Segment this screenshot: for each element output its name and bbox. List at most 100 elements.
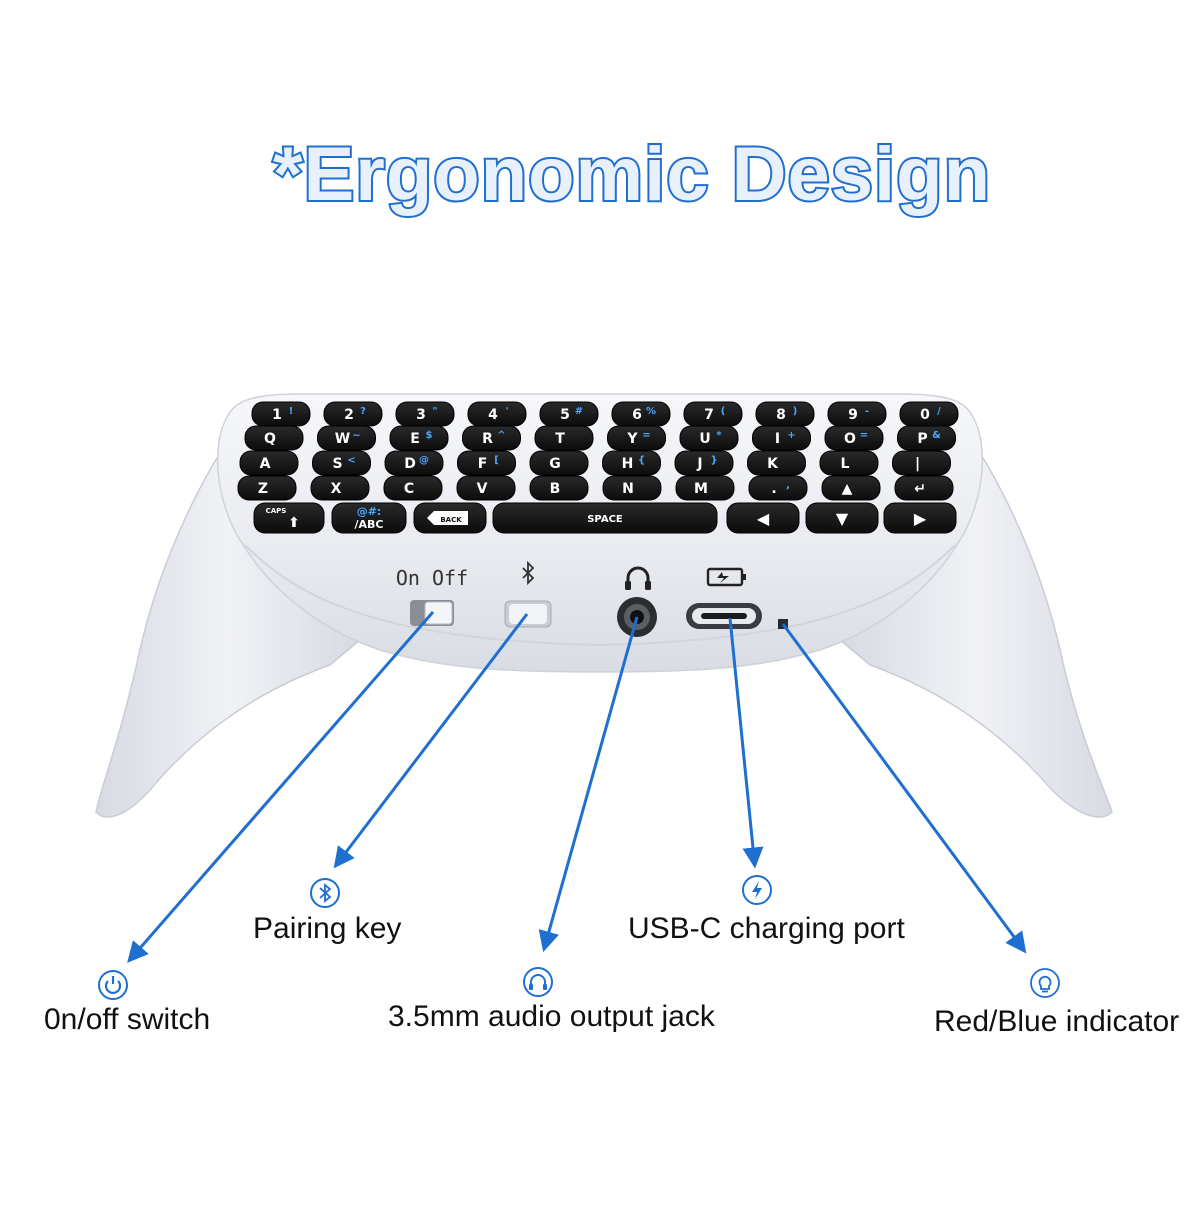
key-1-9[interactable]: P& <box>897 425 956 451</box>
switch-label: On Off <box>396 566 468 590</box>
key-label: 0 <box>920 407 930 423</box>
key-label: J <box>696 456 702 472</box>
key-3-0[interactable]: Z <box>237 475 297 501</box>
key-alt-label: [ <box>494 455 499 466</box>
key-2-4[interactable]: G <box>529 450 589 476</box>
key-label: K <box>767 456 779 472</box>
key-label: L <box>841 456 850 472</box>
key-label: O <box>844 431 856 447</box>
usb-c-port[interactable] <box>686 603 762 629</box>
key-label: Z <box>258 481 268 497</box>
key-1-4[interactable]: T <box>534 425 594 451</box>
key-alt-label: + <box>787 430 795 441</box>
key-label: 9 <box>848 407 858 423</box>
key-0-5[interactable]: 6% <box>611 401 671 427</box>
backspace-key-label: BACK <box>440 516 462 524</box>
key-2-8[interactable]: L <box>819 450 879 476</box>
key-alt-label: # <box>575 406 583 417</box>
key-label: H <box>622 456 634 472</box>
arrow-down-key[interactable]: ▼ <box>805 502 879 534</box>
key-label: 1 <box>272 407 282 423</box>
key-label: P <box>917 431 927 447</box>
key-alt-label: , <box>786 480 790 491</box>
key-label: 3 <box>416 407 426 423</box>
key-0-9[interactable]: 0/ <box>899 401 959 427</box>
arrow-left-key[interactable]: ◀ <box>726 502 800 534</box>
key-1-3[interactable]: R^ <box>462 425 521 451</box>
key-0-2[interactable]: 3" <box>395 401 455 427</box>
arrow-pairing <box>333 613 529 869</box>
key-1-6[interactable]: U* <box>679 425 739 451</box>
arrow-right-key[interactable]: ▶ <box>883 502 957 534</box>
key-3-2[interactable]: C <box>383 475 443 501</box>
key-2-1[interactable]: S< <box>312 450 371 476</box>
key-2-5[interactable]: H{ <box>602 450 661 476</box>
key-3-6[interactable]: M <box>675 475 735 501</box>
key-2-9[interactable]: | <box>892 450 951 476</box>
key-1-5[interactable]: Y= <box>607 425 666 451</box>
key-1-2[interactable]: E$ <box>389 425 449 451</box>
key-1-1[interactable]: W~ <box>317 425 376 451</box>
key-label: D <box>404 456 416 472</box>
key-label: 6 <box>632 407 642 423</box>
pairing-key[interactable] <box>504 600 552 628</box>
key-0-1[interactable]: 2? <box>323 401 383 427</box>
symbol-key-label: /ABC <box>355 518 384 531</box>
caps-key-label: ⬆ <box>288 515 300 531</box>
key-alt-label: < <box>347 455 355 466</box>
key-label: E <box>410 431 420 447</box>
key-2-3[interactable]: F[ <box>457 450 516 476</box>
device-edge-highlight <box>244 544 956 647</box>
key-2-7[interactable]: K <box>747 450 806 476</box>
symbol-toggle-key[interactable]: @#:/ABC <box>331 502 407 534</box>
key-0-3[interactable]: 4' <box>467 401 527 427</box>
key-0-4[interactable]: 5# <box>539 401 599 427</box>
key-label: U <box>699 431 710 447</box>
arrow-indicator <box>781 623 1027 954</box>
key-3-8[interactable]: ▲ <box>821 475 881 501</box>
caps-key[interactable]: CAPS⬆ <box>253 502 325 534</box>
key-3-4[interactable]: B <box>529 475 589 501</box>
key-3-7[interactable]: ., <box>748 475 808 501</box>
page-title: *Ergonomic Design <box>273 132 991 217</box>
key-3-3[interactable]: V <box>456 475 516 501</box>
key-3-1[interactable]: X <box>310 475 370 501</box>
backspace-key[interactable]: BACK <box>413 502 487 534</box>
key-2-6[interactable]: J} <box>674 450 734 476</box>
key-label: 2 <box>344 407 354 423</box>
key-label: C <box>404 481 414 497</box>
battery-charging-label-icon <box>706 567 746 587</box>
key-0-8[interactable]: 9- <box>827 401 887 427</box>
key-alt-label: = <box>860 430 868 441</box>
space-key[interactable]: SPACE <box>492 502 718 534</box>
callout-arrows <box>127 611 1027 963</box>
power-icon <box>98 970 128 1000</box>
key-2-2[interactable]: D@ <box>384 450 444 476</box>
backspace-icon <box>427 511 468 525</box>
key-1-8[interactable]: O= <box>824 425 884 451</box>
arrow-down-icon: ▼ <box>836 509 849 528</box>
key-alt-label: { <box>638 455 645 466</box>
key-3-9[interactable]: ↵ <box>894 475 954 501</box>
key-label: B <box>550 481 561 497</box>
key-label: R <box>482 431 493 447</box>
key-label: I <box>775 431 780 447</box>
key-0-0[interactable]: 1! <box>251 401 311 427</box>
key-0-6[interactable]: 7( <box>683 401 743 427</box>
key-label: ▲ <box>842 481 853 497</box>
bluetooth-icon <box>310 878 340 908</box>
key-1-0[interactable]: Q <box>244 425 304 451</box>
key-1-7[interactable]: I+ <box>752 425 811 451</box>
key-label: Y <box>626 431 638 447</box>
key-alt-label: } <box>710 455 717 466</box>
key-alt-label: ( <box>721 406 726 417</box>
key-alt-label: ' <box>505 406 508 417</box>
key-0-7[interactable]: 8) <box>755 401 815 427</box>
key-3-5[interactable]: N <box>602 475 662 501</box>
key-2-0[interactable]: A <box>239 450 299 476</box>
key-label: M <box>694 481 708 497</box>
callout-label-usbc: USB-C charging port <box>628 912 905 945</box>
arrow-left-icon: ◀ <box>757 509 770 528</box>
